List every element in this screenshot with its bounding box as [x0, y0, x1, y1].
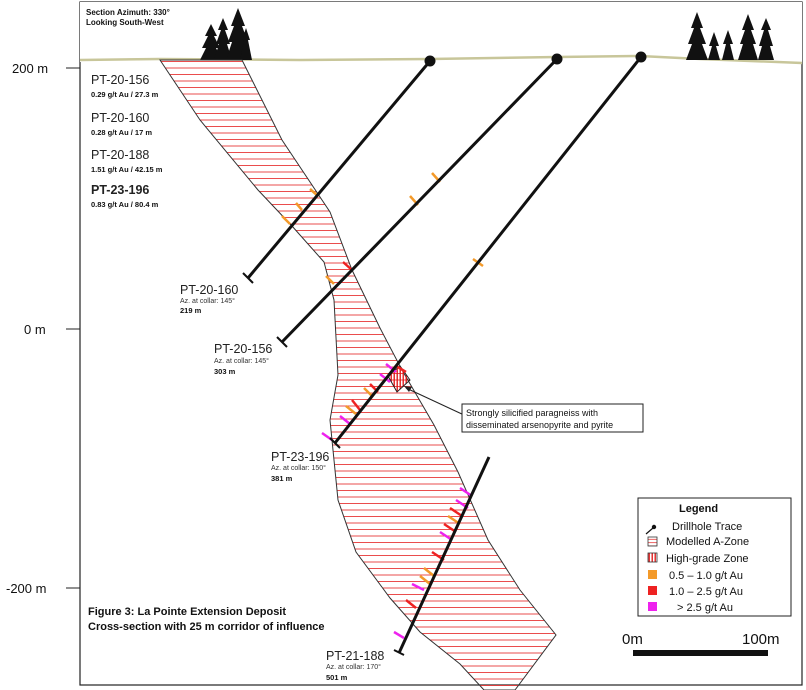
elevation-label-minus-200: -200 m [6, 581, 46, 596]
legend-swatch-1-0 [648, 586, 657, 595]
drillhole-label-pt-21-188: PT-21-188 [326, 649, 384, 663]
drillhole-label-pt-20-156: PT-20-156 [214, 342, 272, 356]
callout-silicified: Strongly silicified paragneiss with diss… [404, 386, 644, 433]
summary-hole-4: PT-23-196 [91, 183, 149, 197]
section-view: Looking South-West [86, 18, 164, 27]
drillhole-depth-pt-20-160: 219 m [180, 306, 202, 315]
drillhole-traces [242, 51, 647, 656]
drillhole-label-pt-20-160: PT-20-160 [180, 283, 238, 297]
legend: Legend Drillhole Trace Modelled A-Zone H… [637, 497, 792, 617]
scale-bar-end: 100m [742, 631, 780, 648]
trees-left [200, 8, 252, 60]
drillhole-depth-pt-21-188: 501 m [326, 673, 348, 682]
drillhole-azimuth-pt-21-188: Az. at collar: 170° [326, 663, 381, 671]
summary-result-4: 0.83 g/t Au / 80.4 m [91, 200, 159, 209]
legend-label-drillhole: Drillhole Trace [672, 521, 742, 533]
summary-hole-3: PT-20-188 [91, 148, 149, 162]
assay-intervals [281, 172, 484, 640]
scale-bar-start: 0m [622, 631, 643, 648]
legend-zone-swatch [647, 536, 658, 547]
figure-subtitle: Cross-section with 25 m corridor of infl… [88, 621, 325, 633]
figure-title: Figure 3: La Pointe Extension Deposit [88, 606, 286, 618]
summary-hole-2: PT-20-160 [91, 111, 149, 125]
legend-title: Legend [679, 503, 718, 515]
elevation-label-0: 0 m [24, 322, 46, 337]
drillhole-azimuth-pt-20-156: Az. at collar: 145° [214, 357, 269, 365]
legend-label-1-0: 1.0 – 2.5 g/t Au [669, 586, 743, 598]
summary-result-1: 0.29 g/t Au / 27.3 m [91, 90, 159, 99]
callout-line-1: Strongly silicified paragneiss with [466, 408, 598, 418]
legend-label-zone: Modelled A-Zone [666, 536, 749, 548]
modelled-a-zone [159, 59, 557, 690]
drillhole-azimuth-pt-23-196: Az. at collar: 150° [271, 464, 326, 472]
legend-swatch-2-5 [648, 602, 657, 611]
drillhole-azimuth-pt-20-160: Az. at collar: 145° [180, 297, 235, 305]
elevation-axis [66, 67, 80, 589]
legend-label-high-grade: High-grade Zone [666, 553, 749, 565]
legend-label-2-5: > 2.5 g/t Au [677, 602, 733, 614]
legend-high-grade-swatch [647, 552, 658, 563]
sky [80, 2, 802, 64]
summary-hole-1: PT-20-156 [91, 73, 149, 87]
elevation-label-200: 200 m [12, 61, 48, 76]
section-azimuth: Section Azimuth: 330° [86, 8, 170, 17]
drillhole-label-pt-23-196: PT-23-196 [271, 450, 329, 464]
callout-line-2: disseminated arsenopyrite and pyrite [466, 420, 613, 430]
summary-result-2: 0.28 g/t Au / 17 m [91, 128, 152, 137]
drillhole-depth-pt-20-156: 303 m [214, 367, 236, 376]
drillhole-depth-pt-23-196: 381 m [271, 474, 293, 483]
scale-bar: 0m 100m [622, 631, 780, 656]
legend-label-0-5: 0.5 – 1.0 g/t Au [669, 570, 743, 582]
trees-right [686, 12, 774, 60]
legend-drillhole-icon [645, 524, 657, 535]
legend-swatch-0-5 [648, 570, 657, 579]
summary-result-3: 1.51 g/t Au / 42.15 m [91, 165, 163, 174]
